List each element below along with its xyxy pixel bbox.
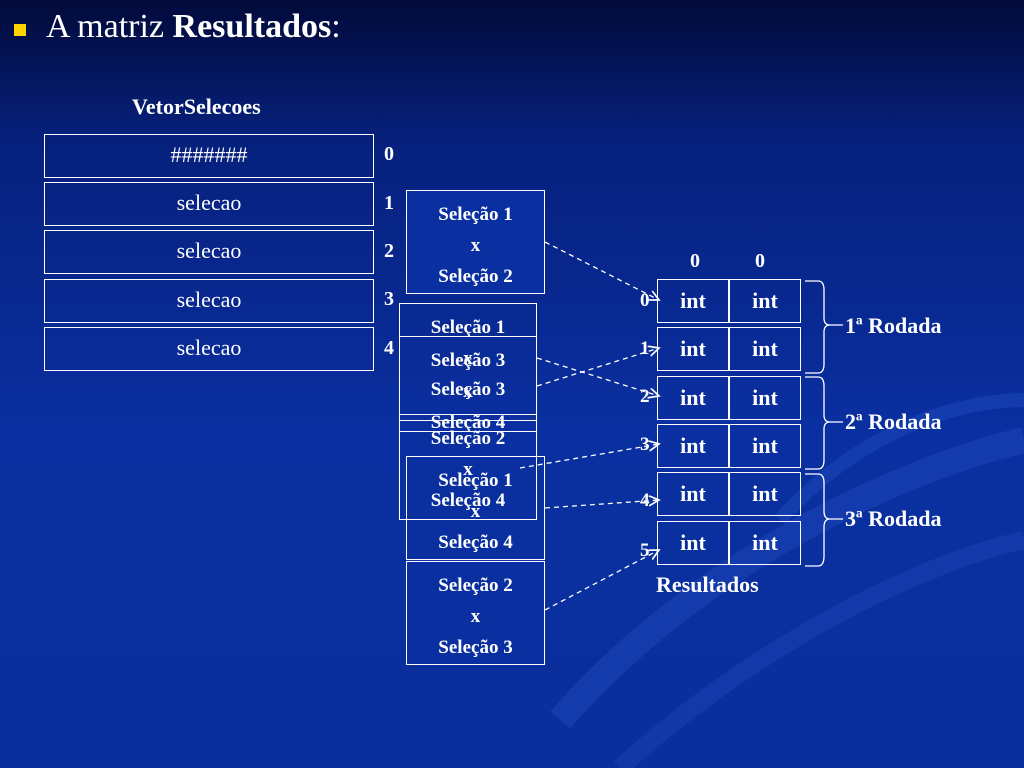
brace-round-3	[805, 473, 843, 567]
vetor-index-1: 1	[384, 192, 394, 214]
arrow-match-4	[519, 444, 659, 469]
vetor-cell-0: #######	[44, 134, 374, 178]
brace-round-1	[805, 280, 843, 374]
matrix-cell: int	[729, 472, 801, 516]
round-label-1: 1ª Rodada	[845, 313, 942, 338]
resultados-label: Resultados	[656, 572, 759, 597]
matrix-cell: int	[729, 327, 801, 371]
matrix-cell: int	[729, 424, 801, 468]
matrix-cell: int	[729, 279, 801, 323]
matrix-cell: int	[657, 327, 729, 371]
vetor-cell-3: selecao	[44, 279, 374, 323]
vetor-index-4: 4	[384, 337, 394, 359]
vetor-cell-4: selecao	[44, 327, 374, 371]
arrow-match-2	[536, 357, 659, 396]
row-index-2: 2	[640, 386, 650, 407]
col-index-1: 0	[755, 250, 765, 272]
arrow-match-6	[544, 550, 659, 611]
row-index-4: 4	[640, 490, 650, 511]
matrix-cell: int	[657, 279, 729, 323]
vetor-index-0: 0	[384, 143, 394, 165]
slide-title: A matriz Resultados:	[46, 8, 341, 45]
row-index-3: 3	[640, 434, 650, 455]
vetor-cell-1: selecao	[44, 182, 374, 226]
matrix-cell: int	[729, 521, 801, 565]
matrix-cell: int	[657, 521, 729, 565]
vetor-cell-2: selecao	[44, 230, 374, 274]
vetor-label: VetorSelecoes	[132, 94, 261, 119]
arrow-match-5	[544, 500, 659, 509]
vetor-index-3: 3	[384, 288, 394, 310]
row-index-5: 5	[640, 540, 650, 561]
matrix-cell: int	[657, 376, 729, 420]
matrix-cell: int	[657, 472, 729, 516]
matrix-cell: int	[729, 376, 801, 420]
round-label-2: 2ª Rodada	[845, 409, 942, 434]
arrow-match-3	[536, 348, 659, 387]
bullet-icon	[14, 24, 26, 36]
arrow-match-1	[544, 241, 659, 300]
col-index-0: 0	[690, 250, 700, 272]
round-label-3: 3ª Rodada	[845, 506, 942, 531]
row-index-1: 1	[640, 338, 650, 359]
brace-round-2	[805, 376, 843, 470]
matrix-cell: int	[657, 424, 729, 468]
row-index-0: 0	[640, 290, 650, 311]
vetor-index-2: 2	[384, 240, 394, 262]
